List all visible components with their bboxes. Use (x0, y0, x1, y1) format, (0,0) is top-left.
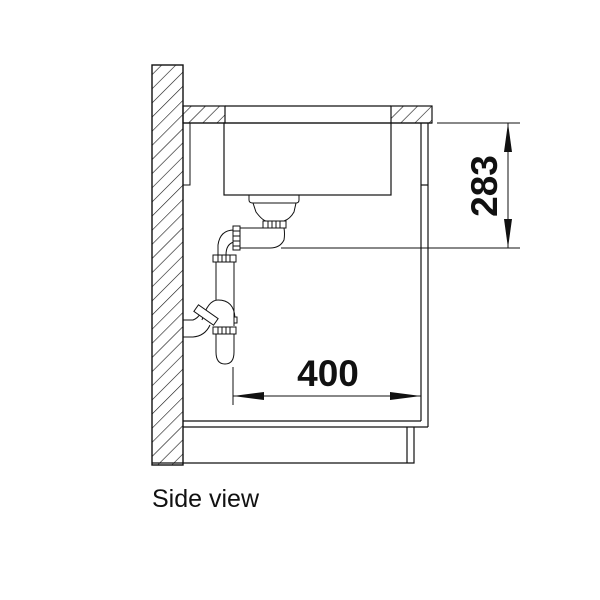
dimension-depth: 400 (232, 353, 421, 405)
cabinet-side-panel (183, 123, 429, 428)
cabinet-back-strip (182, 123, 191, 186)
countertop (182, 105, 433, 124)
wall (151, 64, 184, 466)
drain-pipe (217, 225, 285, 256)
dimension-height: 283 (281, 122, 520, 249)
bottle-trap (183, 299, 238, 365)
drain-strainer (248, 195, 300, 229)
dimension-height-label: 283 (464, 155, 505, 217)
plinth (152, 427, 415, 464)
dimension-depth-label: 400 (297, 353, 359, 394)
caption: Side view (152, 485, 259, 513)
vertical-pipe (212, 254, 237, 326)
sink-bowl (223, 122, 392, 196)
